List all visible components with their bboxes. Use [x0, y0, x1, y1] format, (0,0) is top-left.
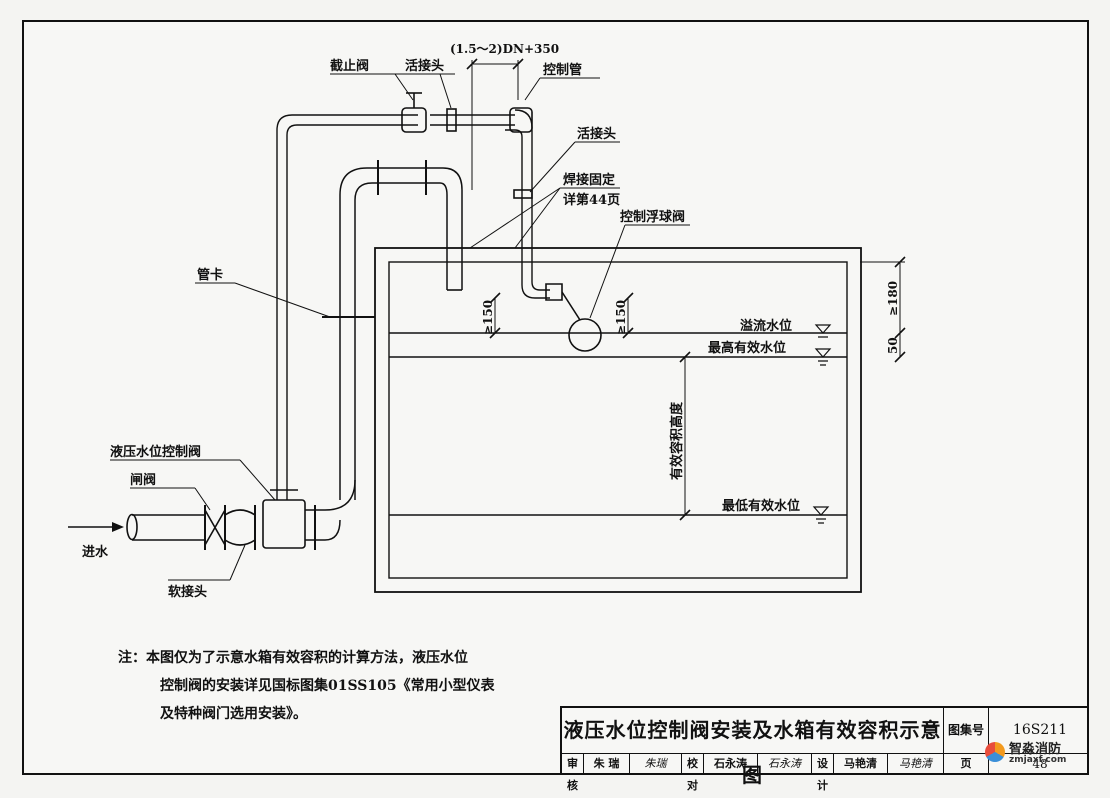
page-label: 页	[944, 753, 989, 775]
dim-150-right: ≥150	[614, 300, 628, 335]
flexible-joint-icon	[224, 509, 256, 546]
union-top-icon	[446, 108, 457, 132]
check-label: 校对	[682, 753, 704, 792]
dim-180: ≥180	[886, 281, 900, 316]
watermark: 智淼消防 zmjaxf.com	[985, 738, 1085, 772]
atlas-label: 图集号	[944, 708, 989, 753]
label-union-top: 活接头	[405, 58, 444, 74]
watermark-cn: 智淼消防	[1009, 742, 1062, 757]
label-gate-valve: 闸阀	[130, 472, 156, 488]
water-tank-inner	[388, 261, 848, 579]
review-name: 朱 瑞	[584, 753, 630, 775]
design-name: 马艳清	[834, 753, 888, 775]
drawing-title: 液压水位控制阀安装及水箱有效容积示意图	[562, 708, 944, 787]
drawing-frame	[22, 20, 1089, 775]
note-line-2: 控制阀的安装详见国标图集01SS105《常用小型仪表	[160, 678, 495, 694]
label-detail-ref: 详第44页	[563, 192, 620, 208]
overflow-level-symbol	[814, 324, 832, 338]
hydraulic-valve-icon	[262, 499, 306, 549]
label-overflow-level: 溢流水位	[740, 318, 792, 334]
label-weld-fix: 焊接固定	[563, 172, 615, 188]
review-signature: 朱瑞	[630, 753, 682, 775]
dim-50: 50	[886, 337, 900, 354]
page-number: 48	[1032, 757, 1048, 771]
note-text: 注：本图仅为了示意水箱有效容积的计算方法，液压水位 控制阀的安装详见国标图集01…	[118, 644, 495, 728]
review-label: 审核	[562, 753, 584, 792]
min-level-symbol	[812, 506, 830, 524]
float-ball-icon	[568, 318, 602, 352]
design-signature: 马艳清	[888, 753, 944, 775]
check-name: 石永涛	[704, 753, 758, 775]
label-min-level: 最低有效水位	[722, 498, 800, 514]
label-hydraulic-valve: 液压水位控制阀	[110, 444, 201, 460]
inlet-arrow-icon	[68, 522, 124, 532]
label-flexible-joint: 软接头	[168, 584, 207, 600]
atlas-number: 16S211	[1012, 722, 1068, 738]
note-line-3: 及特种阀门选用安装》。	[160, 706, 307, 722]
stop-valve-icon	[401, 107, 427, 133]
design-label: 设计	[812, 753, 834, 792]
max-level-symbol	[814, 348, 832, 366]
watermark-en: zmjaxf.com	[1009, 755, 1067, 765]
label-control-pipe: 控制管	[543, 62, 582, 78]
label-max-level: 最高有效水位	[708, 340, 786, 356]
control-pipe-left-inner	[286, 124, 418, 500]
note-line-1: 注：本图仅为了示意水箱有效容积的计算方法，液压水位	[118, 650, 468, 666]
gate-valve-icon	[204, 509, 226, 546]
water-tank-outer	[374, 247, 862, 593]
check-signature: 石永涛	[758, 753, 812, 775]
float-valve-body	[545, 283, 563, 301]
label-float-valve: 控制浮球阀	[620, 209, 685, 225]
label-pipe-clamp: 管卡	[197, 267, 223, 283]
dim-150-left: ≥150	[481, 300, 495, 335]
watermark-logo-icon	[985, 742, 1005, 762]
union-right-icon	[513, 189, 533, 199]
title-block: 液压水位控制阀安装及水箱有效容积示意图 图集号 16S211 审核 朱 瑞 朱瑞…	[560, 706, 1089, 792]
label-inlet: 进水	[82, 544, 109, 560]
inlet-pipe	[132, 514, 205, 541]
control-pipe-left	[276, 114, 418, 500]
label-stop-valve: 截止阀	[330, 58, 369, 74]
label-effective-height: 有效容积高度	[669, 401, 685, 480]
label-dimension-top: (1.5～2)DN+350	[450, 42, 559, 56]
label-union-right: 活接头	[577, 126, 616, 142]
